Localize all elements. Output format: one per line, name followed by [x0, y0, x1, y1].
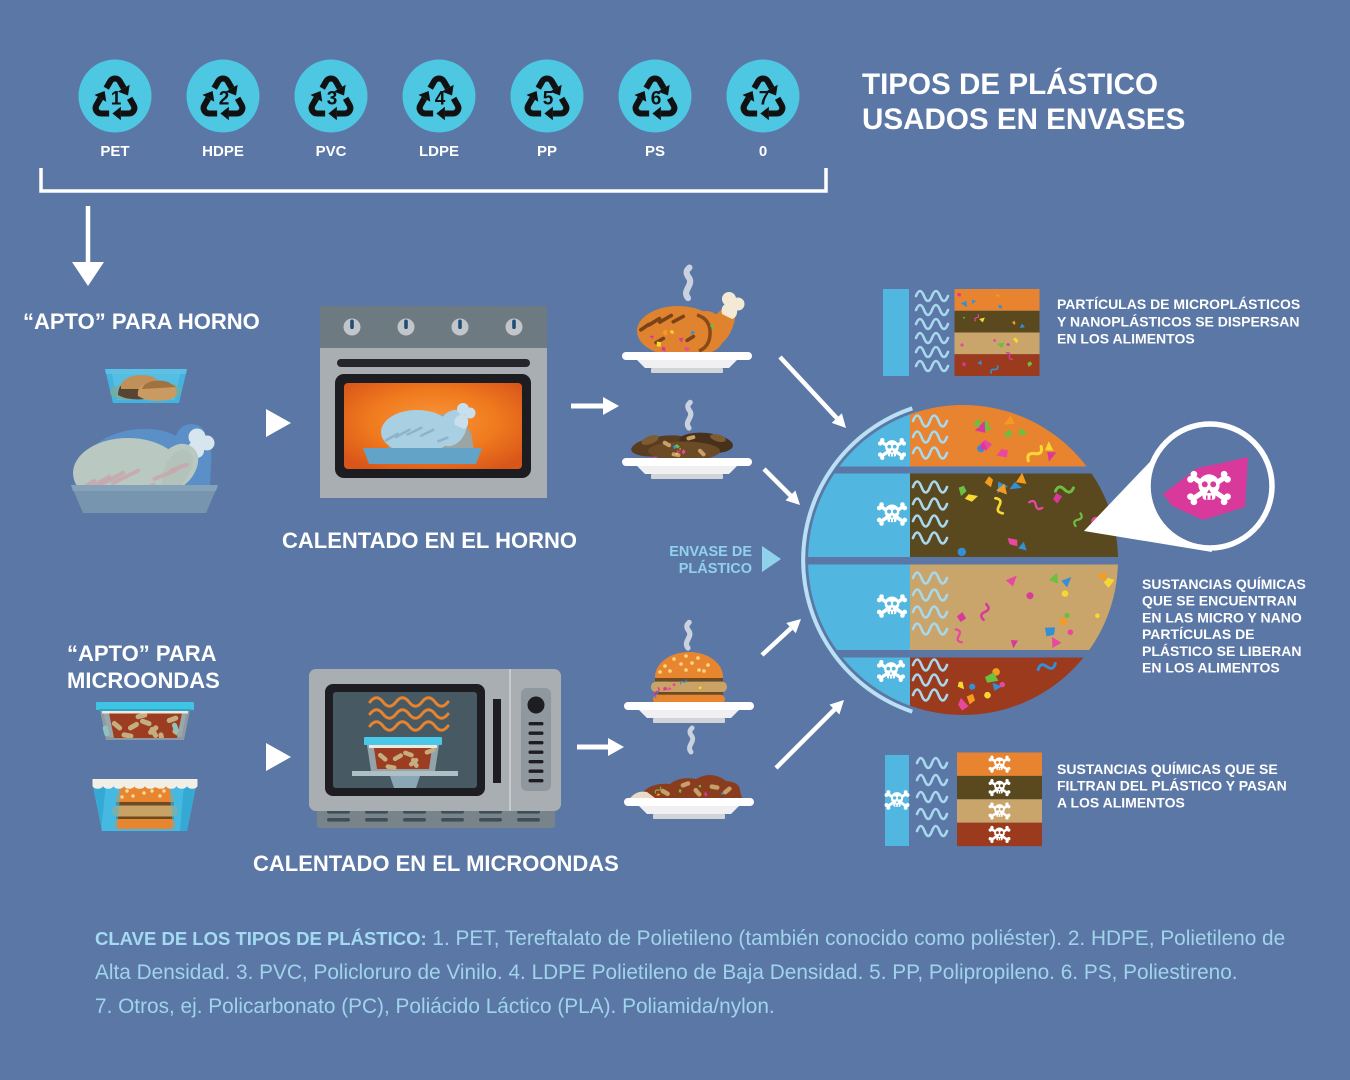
svg-text:6: 6 — [651, 89, 662, 110]
svg-text:PS: PS — [645, 143, 665, 160]
svg-text:PP: PP — [537, 143, 557, 160]
svg-text:Y NANOPLÁSTICOS SE DISPERSAN: Y NANOPLÁSTICOS SE DISPERSAN — [1057, 313, 1299, 329]
svg-text:TIPOS DE PLÁSTICO: TIPOS DE PLÁSTICO — [862, 67, 1158, 101]
svg-text:“APTO” PARA HORNO: “APTO” PARA HORNO — [23, 309, 260, 334]
svg-text:Alta Densidad. 3. PVC, Policlo: Alta Densidad. 3. PVC, Policloruro de Vi… — [95, 961, 1238, 984]
svg-text:MICROONDAS: MICROONDAS — [67, 668, 220, 693]
svg-text:HDPE: HDPE — [202, 143, 244, 160]
svg-text:SUSTANCIAS QUÍMICAS QUE SE: SUSTANCIAS QUÍMICAS QUE SE — [1057, 761, 1278, 777]
svg-text:CALENTADO EN EL MICROONDAS: CALENTADO EN EL MICROONDAS — [253, 851, 619, 876]
svg-text:CALENTADO EN EL HORNO: CALENTADO EN EL HORNO — [282, 528, 577, 553]
svg-text:7. Otros, ej. Policarbonato (P: 7. Otros, ej. Policarbonato (PC), Poliác… — [95, 995, 775, 1018]
svg-text:0: 0 — [759, 143, 767, 160]
svg-text:EN LAS MICRO Y NANO: EN LAS MICRO Y NANO — [1142, 609, 1302, 625]
svg-text:QUE SE ENCUENTRAN: QUE SE ENCUENTRAN — [1142, 593, 1297, 609]
svg-text:PET: PET — [100, 143, 129, 160]
svg-text:7: 7 — [759, 89, 770, 110]
svg-text:PLÁSTICO SE LIBERAN: PLÁSTICO SE LIBERAN — [1142, 643, 1301, 659]
svg-text:PARTÍCULAS DE MICROPLÁSTICOS: PARTÍCULAS DE MICROPLÁSTICOS — [1057, 296, 1300, 312]
svg-text:1: 1 — [111, 89, 122, 110]
svg-text:ENVASE DE: ENVASE DE — [669, 544, 752, 560]
svg-text:PVC: PVC — [316, 143, 347, 160]
svg-text:A LOS ALIMENTOS: A LOS ALIMENTOS — [1057, 794, 1185, 810]
svg-text:SUSTANCIAS QUÍMICAS: SUSTANCIAS QUÍMICAS — [1142, 576, 1306, 592]
svg-text:3: 3 — [327, 89, 338, 110]
svg-text:FILTRAN DEL PLÁSTICO Y PASAN: FILTRAN DEL PLÁSTICO Y PASAN — [1057, 778, 1287, 794]
svg-text:PLÁSTICO: PLÁSTICO — [679, 560, 752, 577]
svg-text:LDPE: LDPE — [419, 143, 459, 160]
svg-text:PARTÍCULAS DE: PARTÍCULAS DE — [1142, 626, 1255, 642]
svg-text:4: 4 — [435, 89, 446, 110]
svg-text:EN LOS ALIMENTOS: EN LOS ALIMENTOS — [1057, 331, 1195, 347]
svg-text:EN LOS ALIMENTOS: EN LOS ALIMENTOS — [1142, 660, 1280, 676]
svg-text:2: 2 — [219, 89, 230, 110]
svg-text:5: 5 — [543, 89, 554, 110]
svg-text:USADOS EN ENVASES: USADOS EN ENVASES — [862, 103, 1185, 136]
svg-text:CLAVE DE LOS TIPOS DE PLÁSTICO: CLAVE DE LOS TIPOS DE PLÁSTICO: 1. PET, … — [95, 927, 1285, 950]
svg-text:“APTO” PARA: “APTO” PARA — [67, 641, 217, 666]
